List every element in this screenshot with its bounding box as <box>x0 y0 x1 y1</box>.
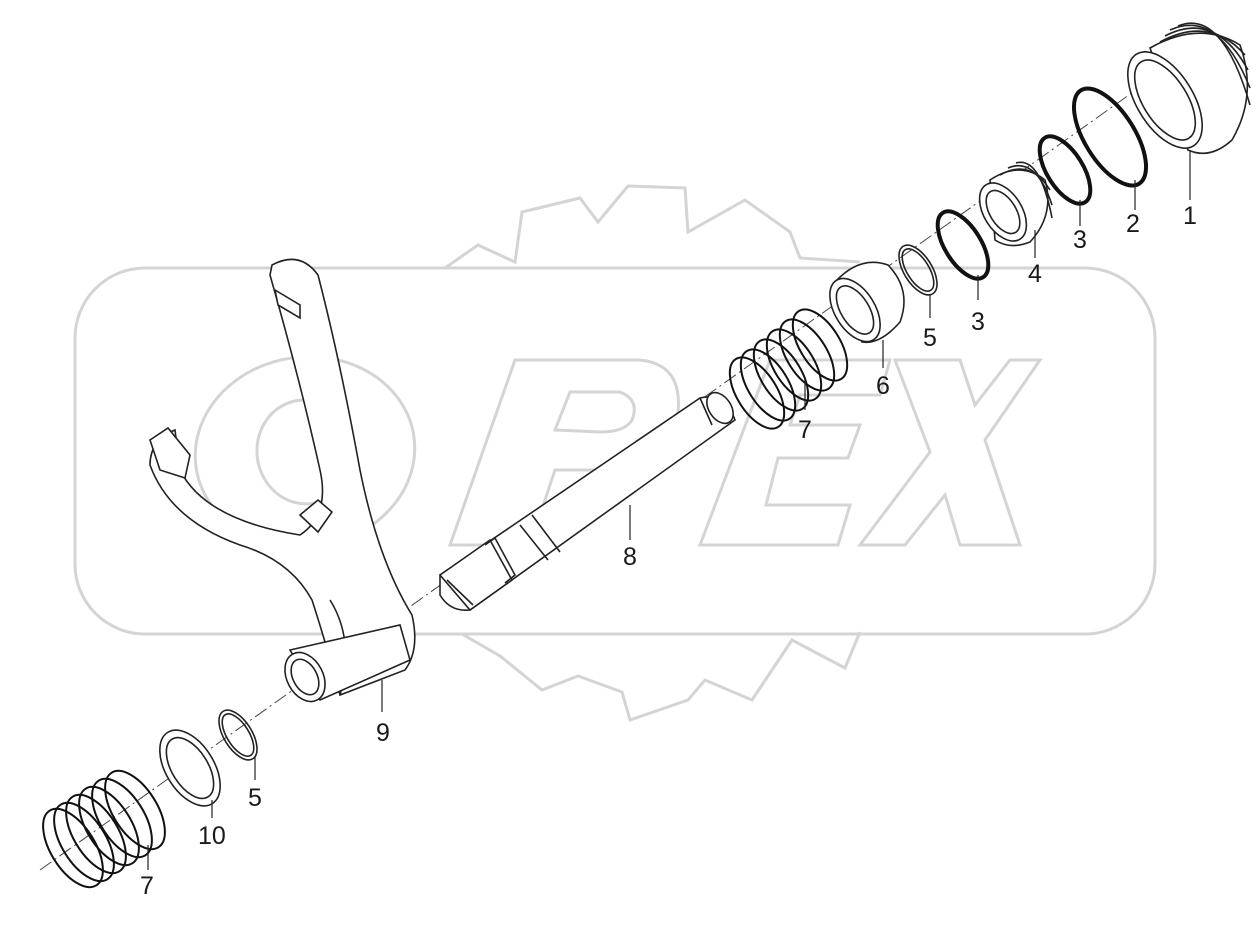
part-5-snap-ring-upper <box>898 244 938 296</box>
part-7-spring-lower <box>42 769 166 889</box>
part-10-washer <box>159 729 221 807</box>
callout-labels: 1 2 3 3 4 5 6 7 8 9 5 10 7 <box>140 202 1197 900</box>
watermark-e-letter <box>697 358 892 547</box>
watermark-gear-outline <box>444 184 862 722</box>
callout-2: 2 <box>1126 210 1140 238</box>
callout-3: 3 <box>1073 226 1087 254</box>
callout-5: 5 <box>923 324 937 352</box>
part-8-shift-shaft <box>438 391 736 612</box>
part-9-shift-fork <box>149 258 416 703</box>
callout-1: 1 <box>1183 202 1197 230</box>
part-5-snap-ring-lower <box>218 709 258 761</box>
part-3-o-ring-upper <box>1037 134 1093 206</box>
callout-7: 7 <box>140 872 154 900</box>
callout-3: 3 <box>971 308 985 336</box>
watermark-frame <box>73 266 1157 636</box>
callout-10: 10 <box>198 822 226 850</box>
watermark-x-letter <box>856 358 1043 547</box>
part-2-o-ring <box>1071 86 1149 188</box>
callout-5: 5 <box>248 784 262 812</box>
callout-8: 8 <box>623 543 637 571</box>
part-3-o-ring-lower <box>935 209 991 281</box>
part-6-sleeve <box>829 261 905 344</box>
callout-6: 6 <box>876 372 890 400</box>
callout-7: 7 <box>798 416 812 444</box>
part-4-grooved-bushing <box>978 161 1053 247</box>
part-7-spring-upper <box>728 308 849 430</box>
leader-lines <box>147 150 1191 870</box>
part-1-threaded-plug <box>1127 22 1251 155</box>
callout-4: 4 <box>1028 260 1042 288</box>
callout-9: 9 <box>376 719 390 747</box>
opex-watermark <box>73 184 1157 722</box>
